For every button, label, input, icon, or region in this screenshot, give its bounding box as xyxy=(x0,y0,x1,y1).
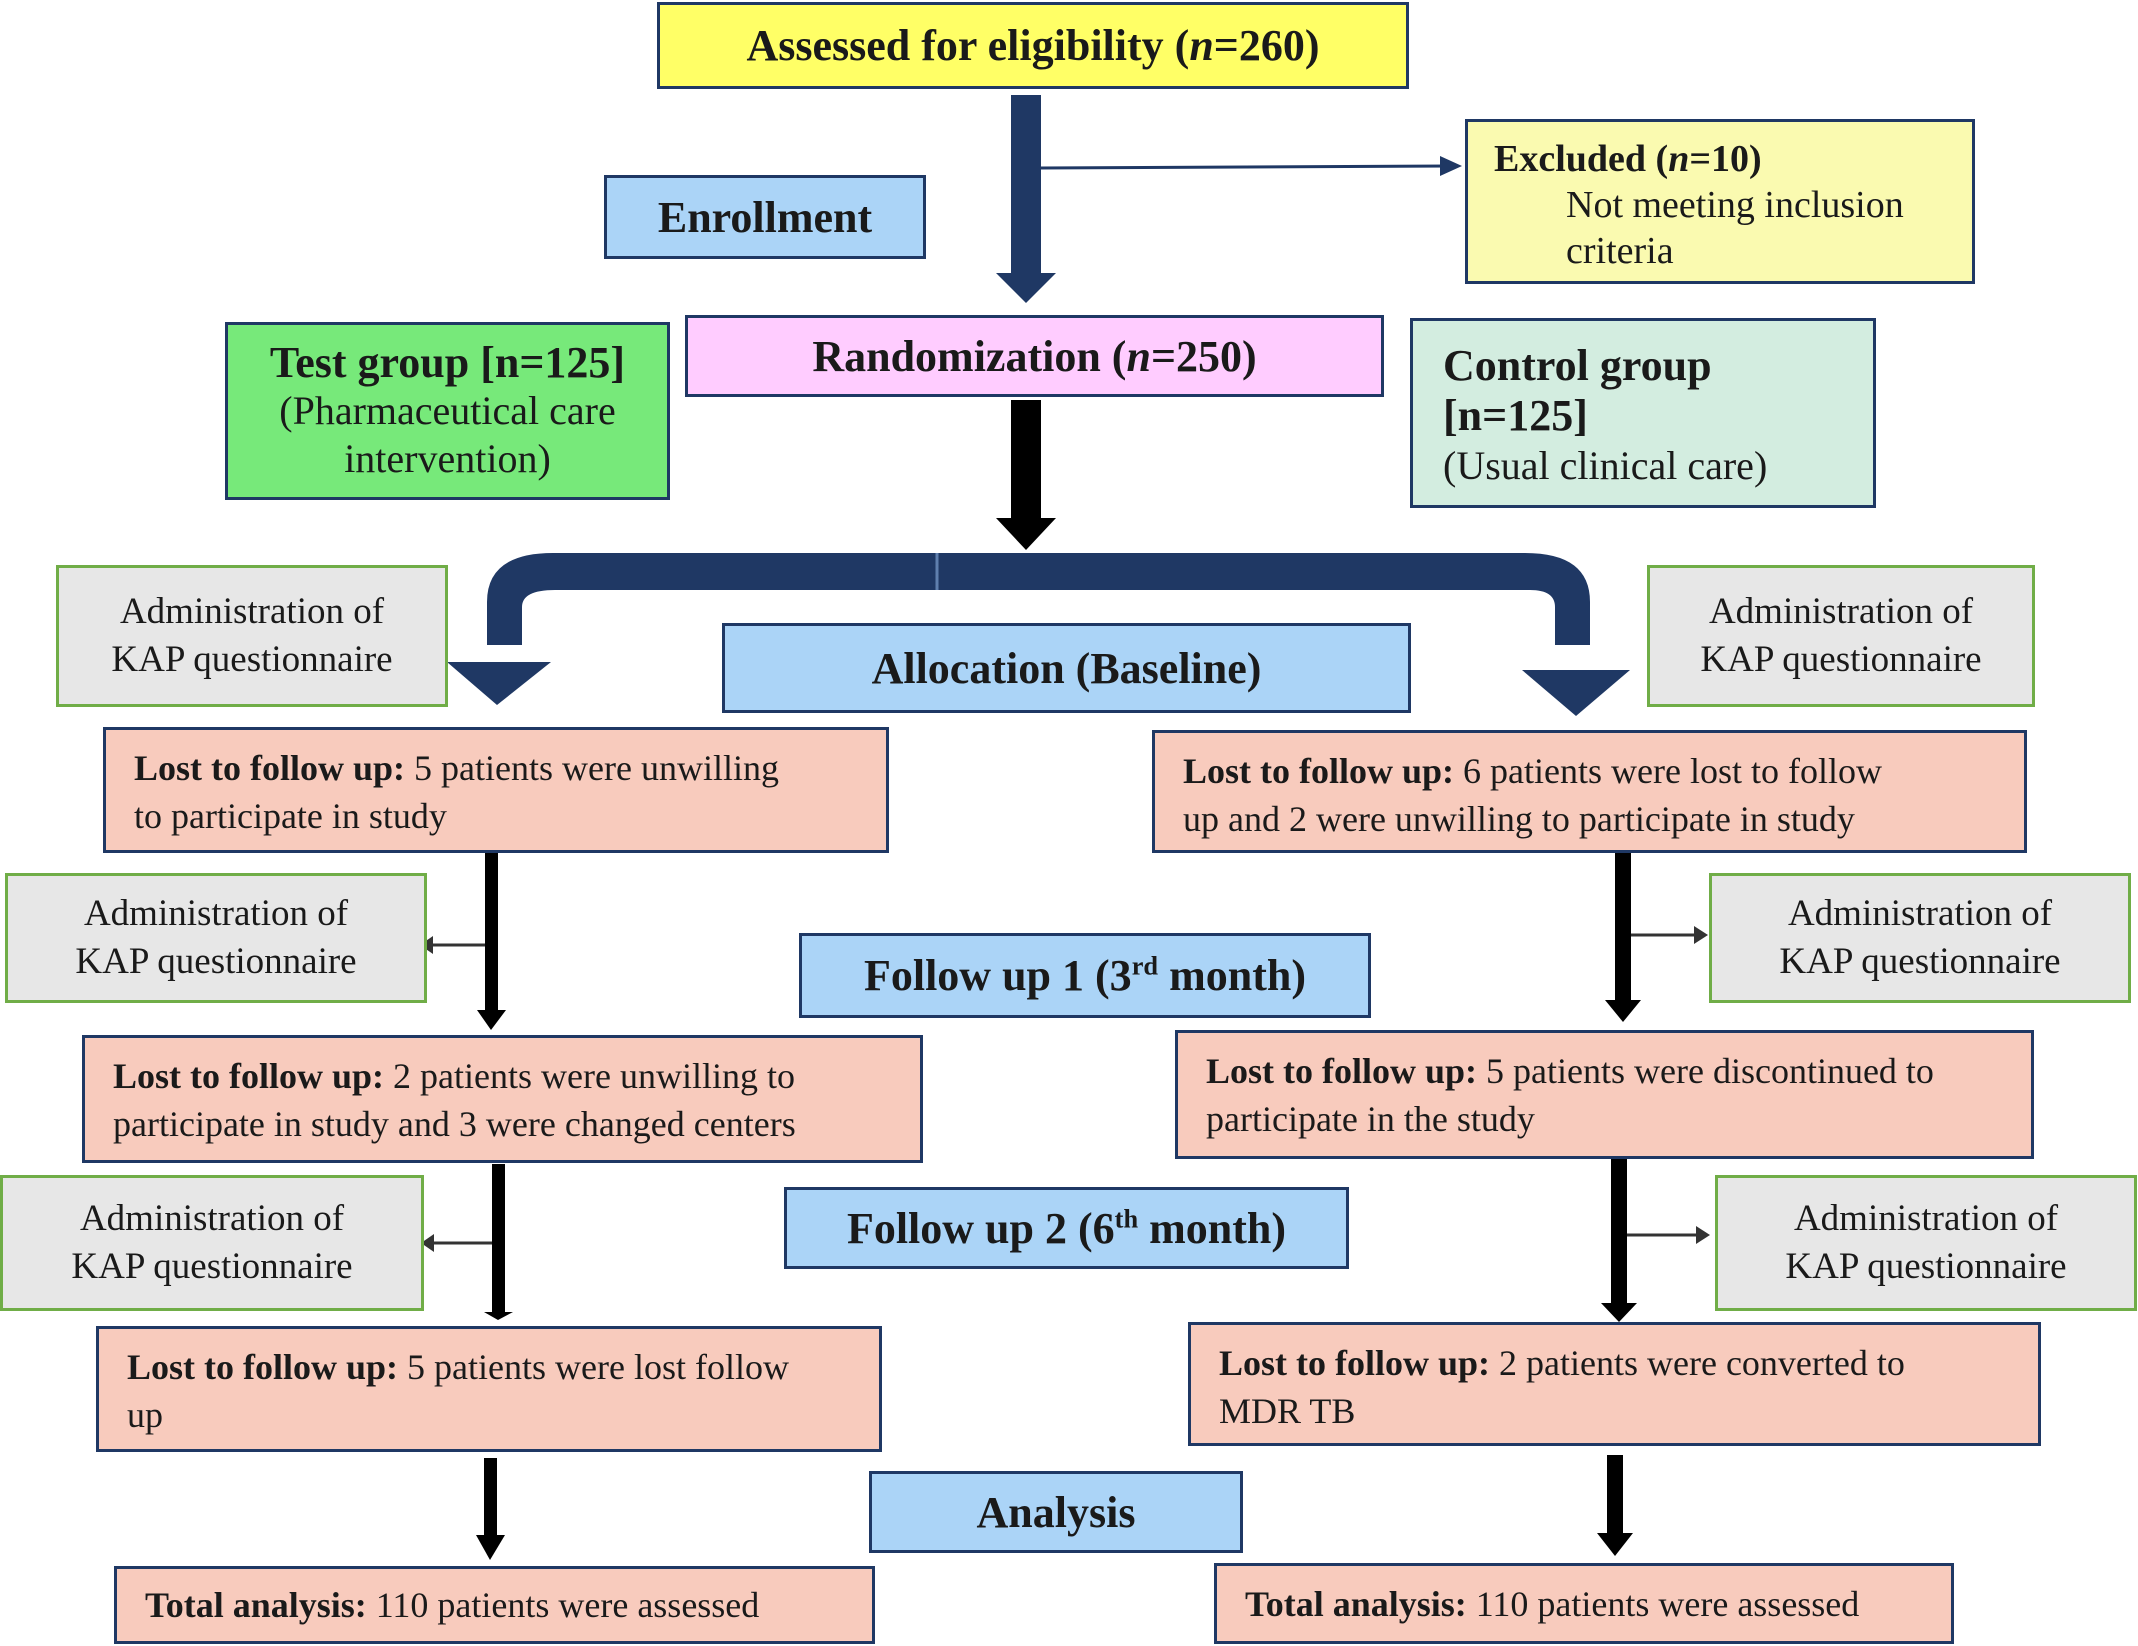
total-box-right: Total analysis: 110 patients were assess… xyxy=(1214,1563,1954,1644)
arrowhead-right-1 xyxy=(1605,1000,1641,1022)
control-group-box: Control group [n=125] (Usual clinical ca… xyxy=(1410,318,1876,508)
arrowhead-right-kap-1 xyxy=(1694,926,1708,944)
total-box-left: Total analysis: 110 patients were assess… xyxy=(114,1566,875,1644)
randomization-box: Randomization (n=250) xyxy=(685,315,1384,397)
phase-allocation: Allocation (Baseline) xyxy=(722,623,1411,713)
test-group-box: Test group [n=125] (Pharmaceutical care … xyxy=(225,322,670,500)
test-group-desc-1: (Pharmaceutical care xyxy=(279,388,616,433)
arrowhead-right-kap-2 xyxy=(1696,1226,1710,1244)
arrowhead-left-kap-2 xyxy=(421,1234,434,1252)
control-group-desc: (Usual clinical care) xyxy=(1443,443,1768,488)
lost-box-right-2: Lost to follow up: 5 patients were disco… xyxy=(1175,1030,2034,1159)
arrowhead-split xyxy=(996,518,1056,550)
arrowhead-left-3 xyxy=(476,1535,505,1560)
arrow-left-1 xyxy=(485,853,498,1010)
assessed-n: n xyxy=(1189,21,1214,70)
lost-box-left-1: Lost to follow up: 5 patients were unwil… xyxy=(103,727,889,853)
assessed-label: Assessed for eligibility ( xyxy=(746,21,1190,70)
assessed-value: =260) xyxy=(1213,21,1320,70)
allocation-split-curve xyxy=(487,553,1590,645)
lost-box-left-2: Lost to follow up: 2 patients were unwil… xyxy=(82,1035,923,1163)
arrowhead-right-branch xyxy=(1522,670,1630,716)
arrow-randomization-to-split xyxy=(1011,400,1041,522)
arrowhead-randomization xyxy=(996,273,1056,303)
arrow-left-3 xyxy=(484,1458,497,1535)
arrowhead-excluded xyxy=(1440,156,1462,176)
phase-analysis: Analysis xyxy=(869,1471,1243,1553)
lost-box-right-1: Lost to follow up: 6 patients were lost … xyxy=(1152,730,2027,853)
test-group-title: Test group [n=125] xyxy=(269,338,626,387)
randomization-label: Randomization ( xyxy=(812,331,1127,381)
assessed-box: Assessed for eligibility (n=260) xyxy=(657,2,1409,89)
control-group-title-1: Control group xyxy=(1443,341,1712,390)
arrow-left-2 xyxy=(492,1164,505,1312)
phase-enrollment-label: Enrollment xyxy=(657,192,873,242)
arrowhead-left-2 xyxy=(484,1312,513,1320)
excluded-reason-2: criteria xyxy=(1566,230,1674,272)
arrowhead-left-1 xyxy=(477,1010,506,1030)
control-group-title-2: [n=125] xyxy=(1443,391,1588,440)
arrowhead-right-2 xyxy=(1601,1303,1637,1322)
excluded-reason-1: Not meeting inclusion xyxy=(1566,184,1904,226)
test-group-desc-2: intervention) xyxy=(344,436,551,481)
phase-follow-up-1: Follow up 1 (3rd month) xyxy=(799,933,1371,1018)
lost-box-right-3: Lost to follow up: 2 patients were conve… xyxy=(1188,1322,2041,1446)
arrow-to-excluded xyxy=(1040,164,1451,170)
arrowhead-right-3 xyxy=(1597,1533,1633,1556)
arrow-assessed-to-randomization xyxy=(1011,95,1041,275)
randomization-value: =250) xyxy=(1150,331,1257,381)
arrow-right-1 xyxy=(1615,853,1631,1003)
randomization-n: n xyxy=(1126,331,1151,381)
arrow-right-3 xyxy=(1607,1455,1623,1535)
phase-follow-up-2: Follow up 2 (6th month) xyxy=(784,1187,1349,1269)
arrow-right-2 xyxy=(1611,1158,1627,1306)
excluded-title: Excluded (n=10) xyxy=(1494,138,1762,180)
arrowhead-left-branch xyxy=(447,662,551,705)
excluded-box: Excluded (n=10) Not meeting inclusion cr… xyxy=(1465,119,1975,284)
lost-box-left-3: Lost to follow up: 5 patients were lost … xyxy=(96,1326,882,1452)
phase-enrollment: Enrollment xyxy=(604,175,926,259)
